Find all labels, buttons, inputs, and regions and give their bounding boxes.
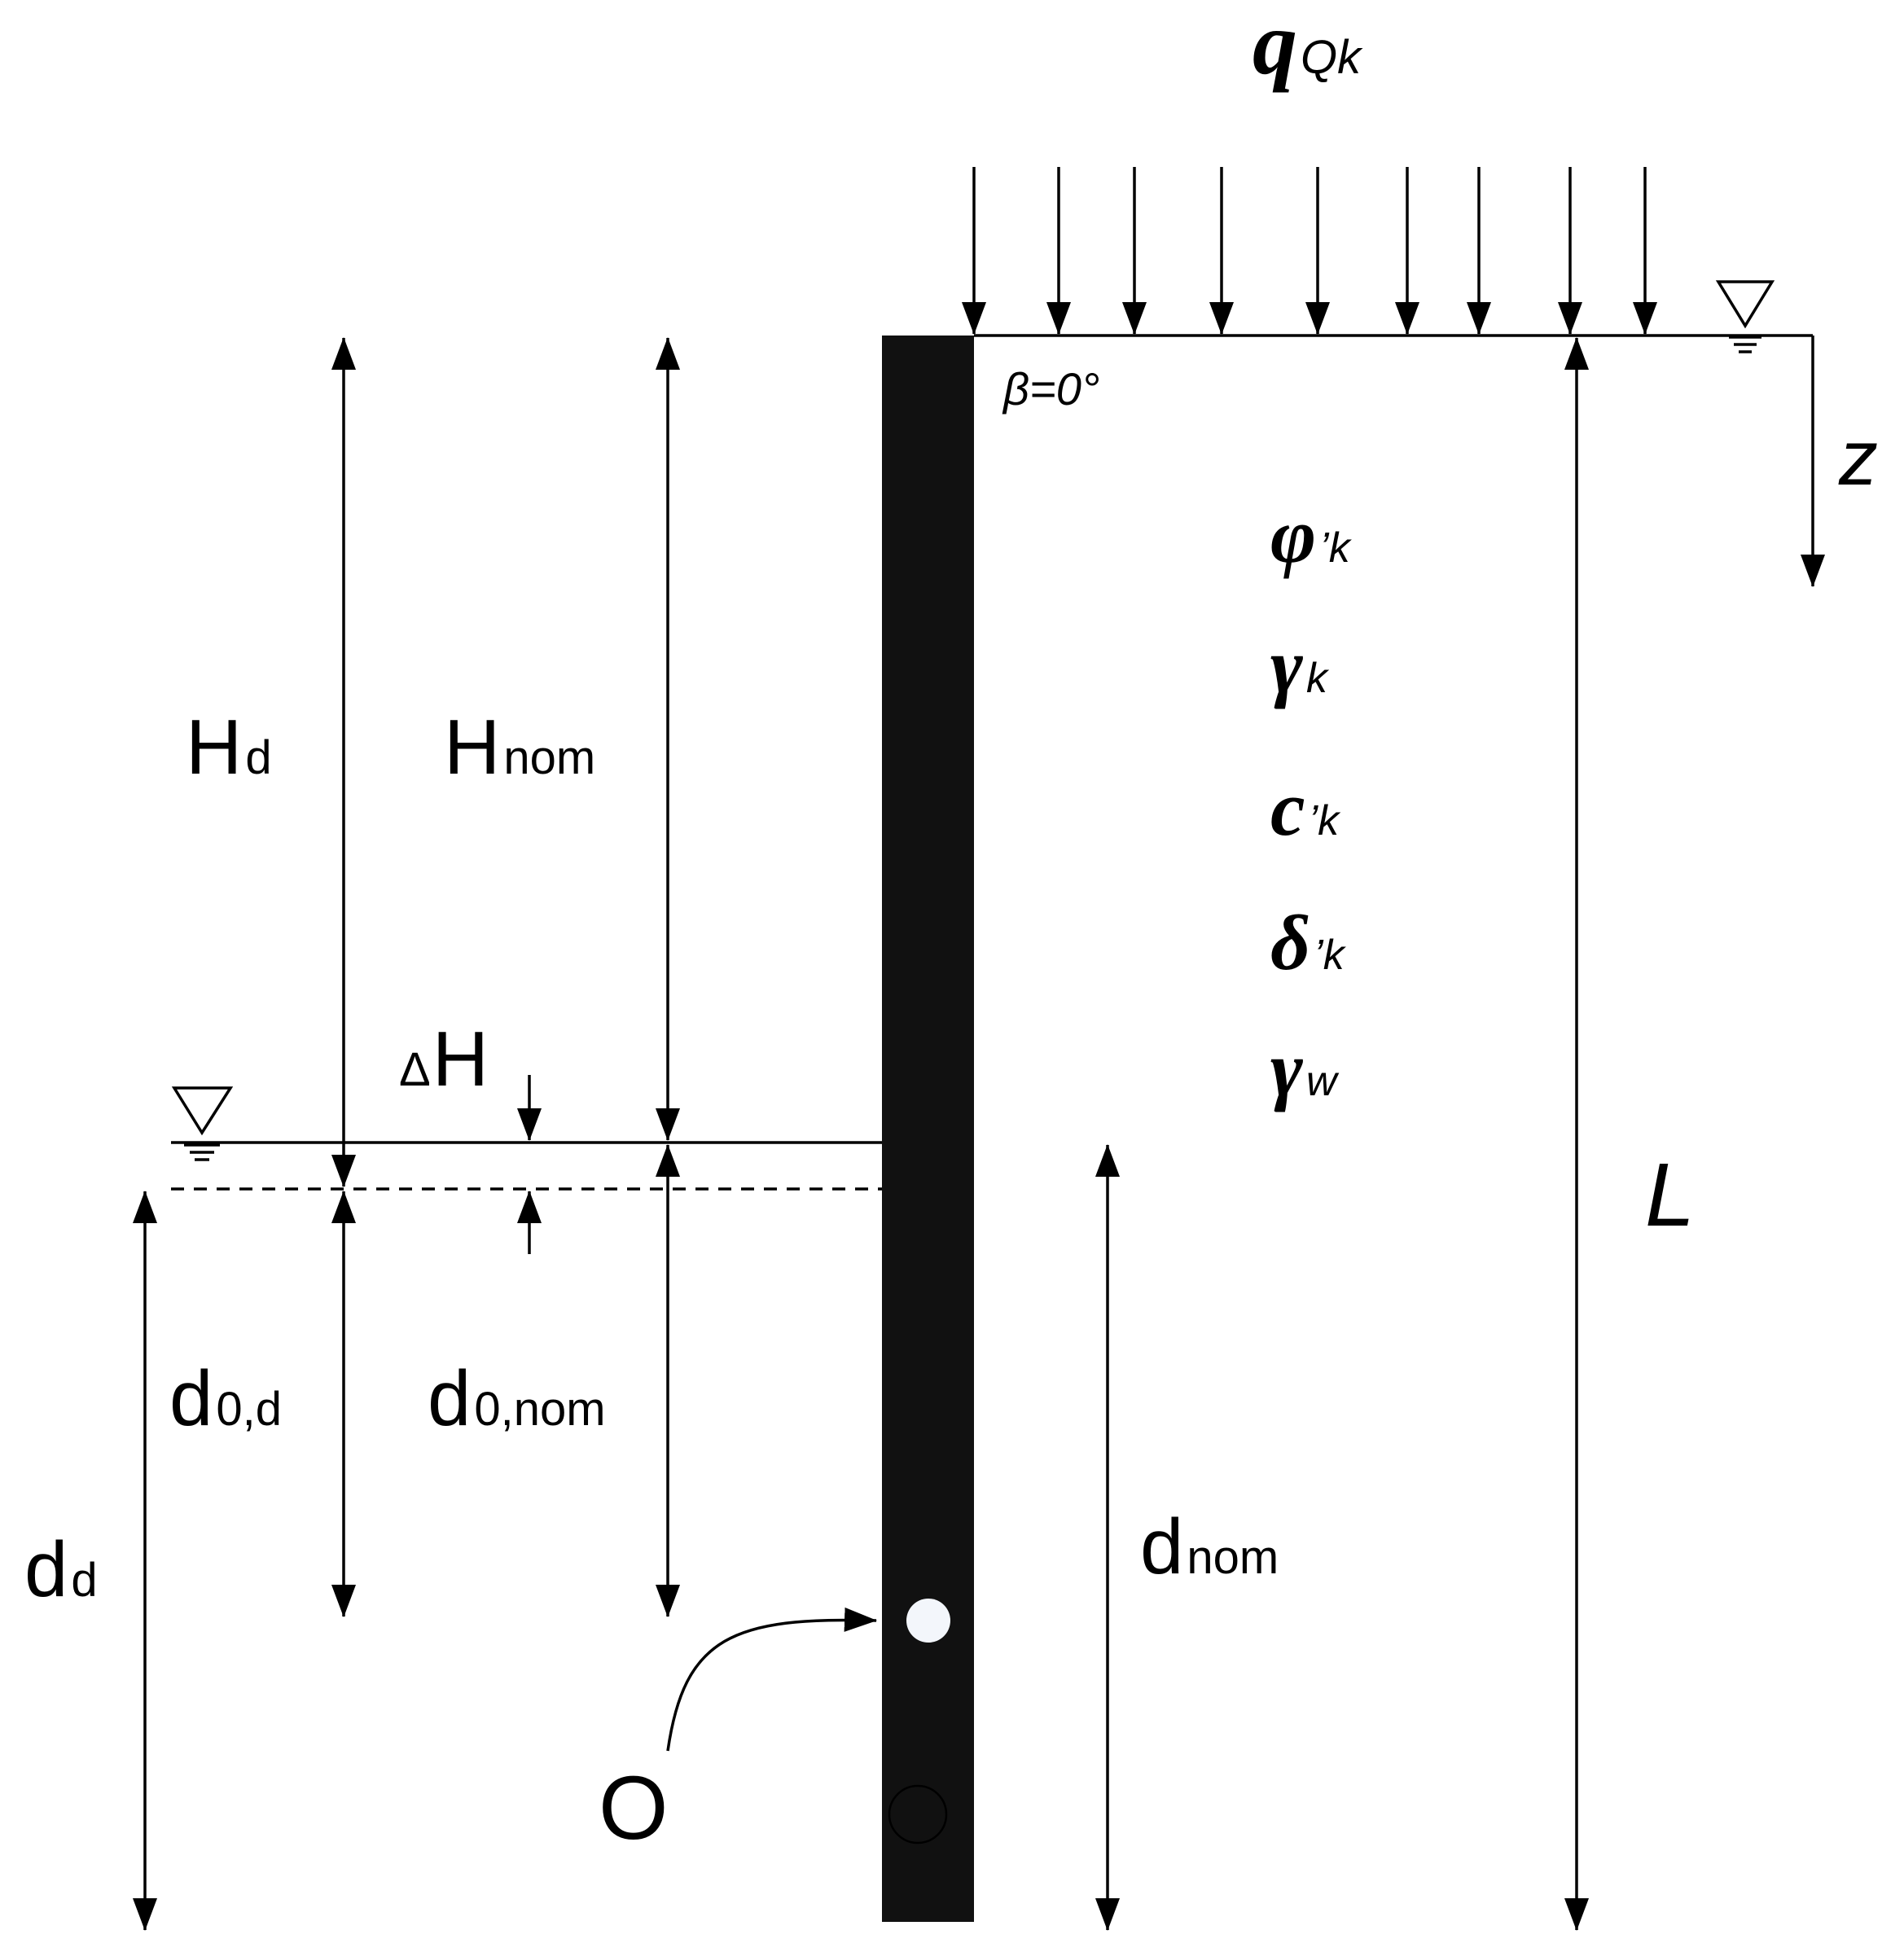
unit-weight-label: γk: [1270, 622, 1330, 709]
cohesion-label: c’k: [1270, 765, 1341, 852]
slope-angle-label: β=0°: [1002, 363, 1099, 415]
friction-angle-label: φ’k: [1270, 492, 1353, 579]
l-label: L: [1645, 1145, 1695, 1245]
delta-h-label: ΔH: [399, 1015, 489, 1103]
soil-parameters: φ’k γk c’k δ’k γw: [1270, 492, 1353, 1112]
d0-nom-label: d0,nom: [428, 1355, 606, 1442]
surcharge-load-label: qQk: [1253, 0, 1363, 93]
lower-point: [888, 1784, 948, 1845]
h-d-label: Hd: [186, 704, 272, 791]
pivot-point-o: [906, 1599, 950, 1643]
pivot-pointer-arrow: [666, 1607, 877, 1752]
h-nom-label: Hnom: [444, 704, 595, 791]
surcharge-load-arrows: [962, 167, 1657, 335]
pivot-label: O: [599, 1758, 669, 1858]
wall-friction-label: δ’k: [1270, 899, 1347, 986]
sheet-pile-wall: [882, 336, 974, 1922]
d-nom-label: dnom: [1140, 1503, 1279, 1590]
d-d-label: dd: [24, 1526, 98, 1613]
water-table-symbol-left: [171, 1086, 234, 1161]
z-axis-label: z: [1838, 415, 1878, 502]
water-unit-weight-label: γw: [1270, 1025, 1340, 1112]
water-table-symbol-right: [1715, 280, 1775, 353]
d0-d-label: d0,d: [169, 1355, 282, 1442]
